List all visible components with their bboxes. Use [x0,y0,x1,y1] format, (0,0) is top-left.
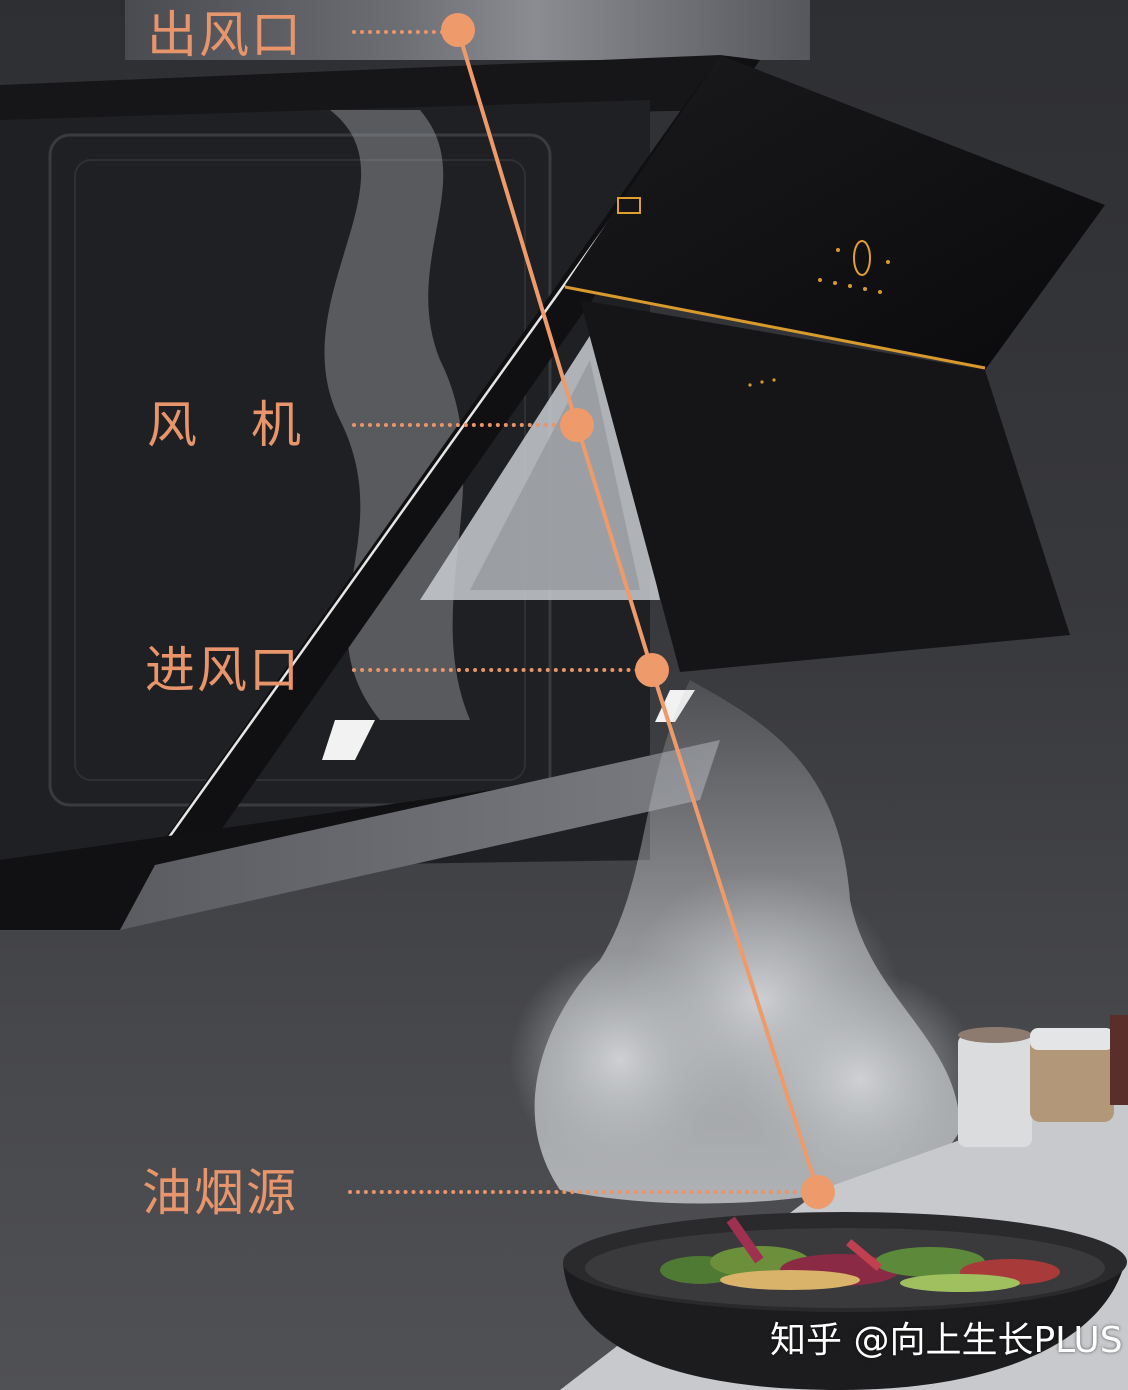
leader-inlet [352,668,647,672]
label-air-outlet: 出风口 [147,6,303,64]
label-smoke-source: 油烟源 [142,1164,298,1222]
watermark: 知乎 @向上生长PLUS [770,1320,1123,1361]
callout-dot-inlet [635,653,669,687]
callout-dot-fan [560,408,594,442]
leader-source [348,1190,813,1194]
callout-dot-source [801,1175,835,1209]
leader-fan [352,423,572,427]
label-fan: 风 机 [147,396,303,454]
callout-dot-outlet [441,13,475,47]
leader-outlet [352,30,452,34]
label-air-inlet: 进风口 [145,641,301,699]
